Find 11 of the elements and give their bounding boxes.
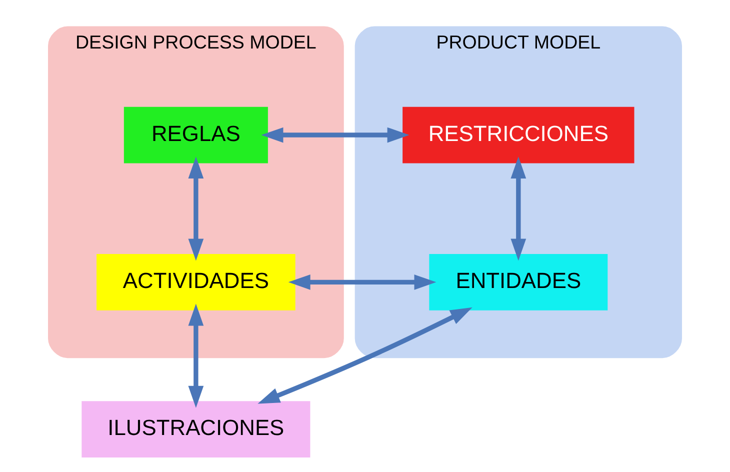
arrow	[261, 127, 410, 143]
arrow	[188, 156, 204, 261]
node-box: ILUSTRACIONES	[82, 401, 310, 458]
node-box: ACTIVIDADES	[96, 254, 296, 310]
arrow	[510, 156, 526, 261]
arrow	[288, 274, 436, 290]
node-box: RESTRICCIONES	[402, 106, 634, 164]
node-box: ENTIDADES	[429, 254, 608, 310]
arrow	[188, 304, 204, 408]
arrow	[258, 307, 472, 404]
node-box: REGLAS	[124, 106, 268, 164]
